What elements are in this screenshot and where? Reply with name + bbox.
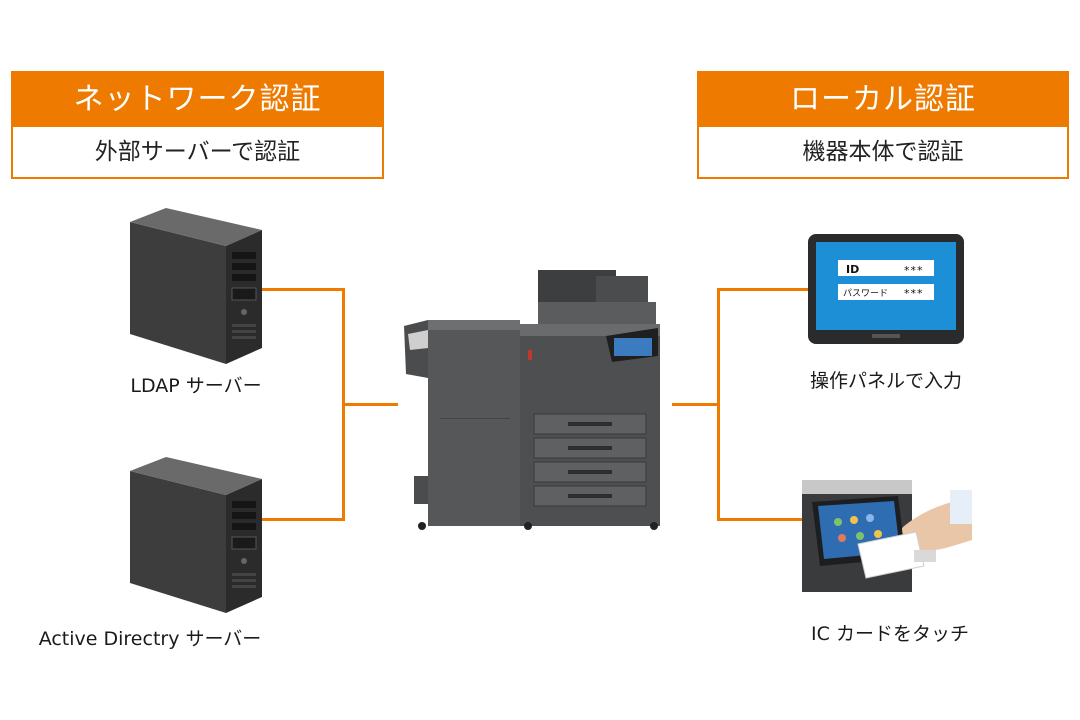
connector-device-to-right (672, 403, 720, 406)
network-auth-box: ネットワーク認証 外部サーバーで認証 (11, 71, 384, 179)
ldap-server-label: LDAP サーバー (130, 375, 262, 397)
local-auth-title: ローカル認証 (699, 73, 1067, 127)
tower-server-icon (126, 455, 266, 615)
panel-id-value: *** (904, 264, 924, 277)
local-auth-box: ローカル認証 機器本体で認証 (697, 71, 1069, 179)
connector-server2-h (262, 518, 345, 521)
connector-card-h (717, 518, 805, 521)
connector-server1-h (262, 288, 345, 291)
panel-id-label: ID (846, 263, 860, 276)
panel-password-label: パスワード (843, 289, 889, 299)
local-auth-subtitle: 機器本体で認証 (802, 139, 964, 165)
connector-panel-h (717, 288, 809, 291)
active-directory-server-label: Active Directry サーバー (38, 628, 262, 650)
ic-card-touch-icon (802, 480, 972, 592)
panel-password-value: *** (904, 287, 924, 300)
operation-panel-icon (808, 234, 964, 344)
connector-right-v (717, 288, 720, 521)
ic-card-caption: IC カードをタッチ (811, 623, 969, 645)
panel-caption: 操作パネルで入力 (809, 370, 962, 392)
multifunction-printer-icon (400, 268, 670, 533)
tower-server-icon (126, 206, 266, 366)
network-auth-title: ネットワーク認証 (13, 73, 382, 127)
network-auth-subtitle: 外部サーバーで認証 (94, 139, 301, 165)
connector-left-to-device (342, 403, 398, 406)
